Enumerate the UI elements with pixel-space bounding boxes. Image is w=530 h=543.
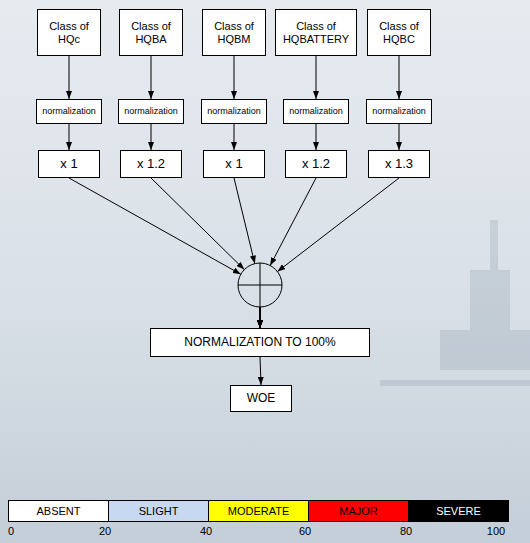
scale-number: 80 bbox=[400, 525, 412, 537]
box-label: Class of HQBATTERY bbox=[280, 20, 352, 45]
normalization-total-box: NORMALIZATION TO 100% bbox=[150, 328, 370, 357]
box-label: x 1 bbox=[225, 157, 242, 172]
arrow-line bbox=[151, 124, 152, 150]
normalization-box: normalization bbox=[283, 99, 349, 124]
horizon-line bbox=[380, 380, 530, 386]
flow-arrow bbox=[260, 357, 261, 385]
scale-band: ABSENT bbox=[8, 500, 109, 522]
arrow-line bbox=[399, 124, 400, 150]
band-label: ABSENT bbox=[36, 505, 80, 517]
arrow-line bbox=[277, 178, 399, 272]
weight-box: x 1.2 bbox=[120, 150, 182, 178]
box-label: normalization bbox=[124, 106, 178, 116]
arrow-line bbox=[69, 178, 241, 274]
class-box: Class of HQc bbox=[37, 9, 101, 56]
class-box: Class of HQBC bbox=[367, 9, 431, 56]
box-label: Class of HQBM bbox=[207, 20, 261, 45]
scale-number: 0 bbox=[8, 525, 14, 537]
scale-band: MODERATE bbox=[208, 500, 309, 522]
ship-tower bbox=[470, 270, 510, 330]
normalization-box: normalization bbox=[366, 99, 432, 124]
box-label: Class of HQBC bbox=[372, 20, 426, 45]
box-label: normalization bbox=[372, 106, 426, 116]
ship-mast bbox=[490, 220, 498, 270]
flow-arrow bbox=[69, 56, 70, 99]
box-label: WOE bbox=[247, 392, 276, 406]
arrow-line bbox=[260, 357, 261, 385]
arrow-line bbox=[260, 307, 261, 328]
band-label: SEVERE bbox=[436, 505, 481, 517]
box-label: x 1 bbox=[60, 157, 77, 172]
summation-circle bbox=[238, 263, 282, 307]
flow-arrow bbox=[234, 124, 235, 150]
flow-arrow bbox=[399, 124, 400, 150]
summation-symbol bbox=[238, 263, 282, 307]
flow-arrow bbox=[260, 178, 399, 328]
flow-arrow bbox=[69, 178, 260, 328]
scale-band: MAJOR bbox=[308, 500, 409, 522]
flow-arrow bbox=[151, 178, 260, 328]
flow-arrow bbox=[399, 56, 400, 99]
arrow-line bbox=[260, 307, 261, 328]
normalization-box: normalization bbox=[201, 99, 267, 124]
box-label: Class of HQc bbox=[42, 20, 96, 45]
box-label: normalization bbox=[289, 106, 343, 116]
arrow-line bbox=[316, 56, 317, 99]
class-box: Class of HQBA bbox=[119, 9, 183, 56]
arrow-line bbox=[316, 124, 317, 150]
scale-band: SEVERE bbox=[408, 500, 509, 522]
flow-arrow bbox=[151, 124, 152, 150]
normalization-box: normalization bbox=[36, 99, 102, 124]
band-label: MODERATE bbox=[228, 505, 290, 517]
arrow-line bbox=[234, 124, 235, 150]
ship-silhouette bbox=[380, 220, 530, 386]
band-label: MAJOR bbox=[339, 505, 378, 517]
scale-number: 20 bbox=[99, 525, 111, 537]
box-label: x 1.2 bbox=[302, 157, 330, 172]
flow-arrow bbox=[316, 124, 317, 150]
arrow-line bbox=[234, 178, 255, 264]
weight-box: x 1 bbox=[38, 150, 100, 178]
arrow-line bbox=[234, 56, 235, 99]
scale-number: 60 bbox=[299, 525, 311, 537]
weight-box: x 1.3 bbox=[368, 150, 430, 178]
scale-band: SLIGHT bbox=[108, 500, 209, 522]
weight-box: x 1 bbox=[203, 150, 265, 178]
arrow-line bbox=[69, 124, 70, 150]
arrow-line bbox=[270, 178, 316, 266]
flow-arrow bbox=[69, 124, 70, 150]
box-label: x 1.2 bbox=[137, 157, 165, 172]
scale-number: 100 bbox=[487, 525, 505, 537]
normalization-box: normalization bbox=[118, 99, 184, 124]
arrow-line bbox=[399, 56, 400, 99]
arrow-line bbox=[260, 307, 261, 328]
class-box: Class of HQBM bbox=[202, 9, 266, 56]
flow-arrow bbox=[260, 178, 316, 328]
box-label: x 1.3 bbox=[385, 157, 413, 172]
class-box: Class of HQBATTERY bbox=[275, 9, 357, 56]
arrow-line bbox=[151, 56, 152, 99]
arrow-line bbox=[260, 307, 261, 328]
arrow-line bbox=[260, 307, 261, 328]
weight-box: x 1.2 bbox=[285, 150, 347, 178]
flow-arrow bbox=[234, 178, 260, 328]
box-label: Class of HQBA bbox=[124, 20, 178, 45]
plus-vertical bbox=[260, 263, 261, 307]
box-label: NORMALIZATION TO 100% bbox=[184, 336, 335, 350]
result-box: WOE bbox=[230, 385, 292, 412]
scale-number: 40 bbox=[200, 525, 212, 537]
flow-arrow bbox=[316, 56, 317, 99]
flow-arrow bbox=[151, 56, 152, 99]
arrow-line bbox=[151, 178, 244, 270]
ship-hull bbox=[440, 330, 530, 370]
box-label: normalization bbox=[42, 106, 96, 116]
arrow-line bbox=[69, 56, 70, 99]
box-label: normalization bbox=[207, 106, 261, 116]
band-label: SLIGHT bbox=[139, 505, 179, 517]
flow-arrow bbox=[234, 56, 235, 99]
